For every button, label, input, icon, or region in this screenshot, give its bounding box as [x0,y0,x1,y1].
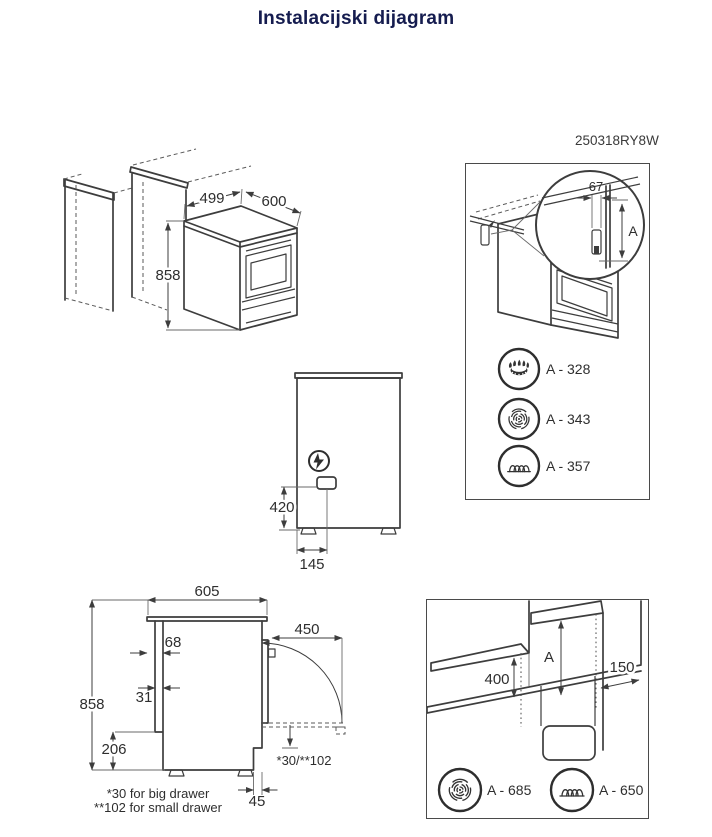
rear-view: 420 145 [267,372,403,573]
oven-handle [542,725,596,761]
rear-dimensions: 420 145 [267,486,328,573]
hob-variant-label: A - 357 [546,458,591,474]
dim-side-min-height: 400 [484,671,509,688]
hob-variant-radiant: A - 343 [497,397,591,441]
dim-rear-panel: 31 [136,689,153,706]
dim-height: 858 [155,267,180,284]
hob-variant-induction: A - 357 [497,444,591,488]
middle-cabinet-drawing [129,148,252,311]
dim-rear-wall-depth: 150 [609,659,634,676]
dim-door-open: 450 [294,621,319,638]
side-section-view: 605 858 206 68 31 450 *30/**102 45 *30 f… [77,585,346,815]
cooker-drawing [183,205,298,331]
dim-height-ref: A [628,223,638,239]
dim-drawer-clearance: *30/**102 [277,753,332,768]
dim-rear-recess: 206 [101,741,126,758]
hob-variant-radiant: A - 685 [437,767,532,813]
hob-variant-label: A - 343 [546,411,591,427]
dim-width: 600 [261,193,286,210]
footnote-small-drawer: **102 for small drawer [94,800,223,815]
dim-plinth-recess: 45 [249,793,266,810]
electric-connection-icon [308,450,330,472]
terminal-box [316,476,337,490]
product-code: 250318RY8W [575,133,659,148]
side-dimensions: 605 858 206 68 31 450 *30/**102 45 *30 f… [77,585,343,815]
clearance-view: 400 A 150 A - 685 A - 650 [427,600,644,813]
dim-top-depth: 499 [199,190,224,207]
clearance-dimensions: 400 A 150 [482,620,640,698]
iso-dimensions: 499 600 858 [153,188,302,331]
hob-variant-label: A - 328 [546,361,591,377]
install-detail-box: 67 A A - 328 A - 343 A - 357 [465,163,650,500]
built-in-clearance-box: 400 A 150 A - 685 A - 650 [426,599,649,819]
magnifier-detail-circle: 67 A [535,170,645,280]
hob-variant-label: A - 650 [599,782,644,798]
cooker-side-drawing [146,616,346,777]
dim-connection-height: 420 [269,499,294,516]
cooker-back-drawing [294,372,403,535]
dim-connection-offset: 145 [299,556,324,573]
hob-variant-gas: A - 328 [497,347,591,391]
anti-tilt-bracket-icon [480,199,545,257]
hob-variant-label: A - 685 [487,782,532,798]
dim-height: 858 [79,696,104,713]
kitchen-clearance-drawing [427,600,642,761]
hob-variant-induction: A - 650 [549,767,644,813]
isometric-view: 499 600 858 [63,148,302,331]
dim-bracket-offset: 67 [589,179,603,194]
footnote-big-drawer: *30 for big drawer [107,786,210,801]
left-cabinet-drawing [63,173,133,312]
dim-rear-gap: 68 [165,634,182,651]
detail-view: 67 A A - 328 A - 343 A - 357 [469,170,645,488]
dim-hood-height-ref: A [544,649,554,666]
page-title: Instalacijski dijagram [257,8,455,29]
dim-depth: 605 [194,585,219,600]
door-handle [267,648,276,658]
